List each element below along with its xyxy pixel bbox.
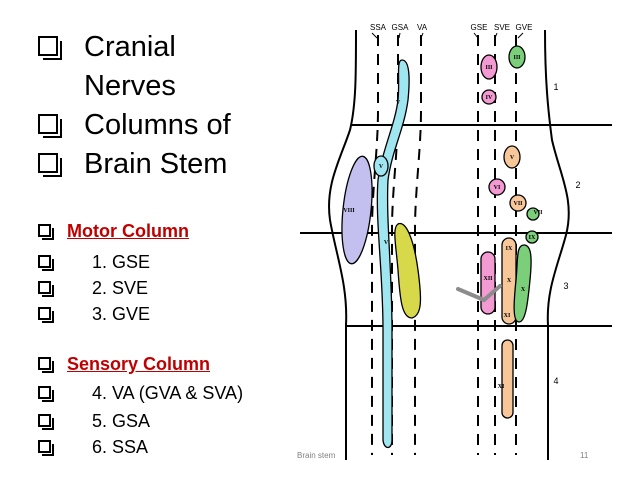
oculomotor-nucleus	[480, 54, 498, 80]
label-IX-gve: IX	[529, 235, 536, 241]
superior-salivatory-nucleus	[526, 207, 540, 221]
label-V-column: V	[396, 100, 401, 106]
sensory-column-list: Sensory Column	[36, 352, 336, 376]
checkbox-bullet-icon	[38, 386, 54, 402]
motor-items: 1. GSE 2. SVE 3. GVE	[36, 250, 336, 328]
list-item: 6. SSA	[36, 435, 336, 461]
title-line-1: Cranial	[36, 28, 336, 67]
list-item: 2. SVE	[36, 276, 336, 302]
checkbox-bullet-icon	[38, 414, 54, 430]
checkbox-bullet-icon	[38, 114, 62, 138]
title-block: Cranial Nerves Columns of Brain Stem	[36, 28, 336, 184]
checkbox-bullet-icon	[38, 307, 54, 323]
label-gsa: GSA	[392, 23, 410, 32]
nuclei	[341, 45, 540, 449]
pointer-line	[456, 287, 486, 302]
list-item: 4. VA (GVA & SVA)	[36, 381, 336, 409]
label-V-sensory: V	[379, 164, 384, 170]
facial-motor-nucleus	[509, 194, 527, 212]
edinger-westphal-nucleus	[508, 45, 526, 69]
pointer-line	[482, 284, 502, 302]
tick-gve	[517, 32, 524, 39]
checkbox-bullet-icon	[38, 36, 62, 60]
label-gve: GVE	[516, 23, 533, 32]
label-XI-spinal: XI	[498, 384, 505, 390]
trigeminal-motor-nucleus	[503, 145, 521, 169]
tick-ssa	[371, 32, 378, 39]
title-line-2: Nerves	[84, 70, 176, 102]
label-XI: XI	[504, 313, 511, 319]
solitary-nucleus	[394, 222, 422, 319]
title-line-3: Columns of	[36, 106, 336, 145]
footer-title: Brain stem	[297, 451, 336, 460]
label-VIII: VIII	[343, 208, 355, 214]
va-guide	[414, 35, 422, 455]
label-ssa: SSA	[370, 23, 387, 32]
brainstem-left-border	[328, 29, 357, 460]
label-VI: VI	[494, 185, 501, 191]
label-sve: SVE	[494, 23, 510, 32]
dorsal-vagal-nucleus	[513, 244, 532, 323]
list-item: 5. GSA	[36, 409, 336, 435]
segment-number-1: 1	[553, 82, 558, 92]
spinal-accessory-nucleus	[501, 339, 514, 419]
checkbox-bullet-icon	[38, 255, 54, 271]
hypoglossal-nucleus	[480, 251, 496, 315]
segment-number-2: 2	[575, 180, 580, 190]
header-ticks	[371, 32, 524, 39]
label-X: X	[507, 278, 512, 284]
label-V: V	[510, 155, 515, 161]
label-VII-gve: VII	[533, 210, 543, 216]
segment-number-4: 4	[553, 376, 558, 386]
abducens-nucleus	[488, 178, 506, 196]
ssa-guide	[371, 35, 379, 455]
column-header-labels: SSA GSA VA GSE SVE GVE	[370, 23, 532, 32]
checkbox-bullet-icon	[38, 357, 54, 373]
label-VII: VII	[513, 201, 523, 207]
label-IX: IX	[506, 246, 513, 252]
label-XII: XII	[483, 276, 493, 282]
tick-va	[420, 32, 424, 39]
list-item: 1. GSE	[36, 250, 336, 276]
checkbox-bullet-icon	[38, 224, 54, 240]
title-line-4: Brain Stem	[36, 145, 336, 184]
tick-sve	[494, 32, 498, 39]
label-III: III	[485, 65, 493, 71]
brainstem-right-border	[544, 29, 570, 460]
label-gse: GSE	[471, 23, 488, 32]
label-X-gve: X	[521, 287, 526, 293]
sensory-items: 4. VA (GVA & SVA) 5. GSA 6. SSA	[36, 381, 336, 461]
checkbox-bullet-icon	[38, 153, 62, 177]
trigeminal-mesencephalic-nucleus	[373, 155, 389, 177]
label-IV: IV	[486, 95, 493, 101]
segment-numbers: 1 2 3 4	[553, 82, 580, 386]
label-va: VA	[417, 23, 428, 32]
inferior-salivatory-nucleus	[525, 230, 539, 244]
brainstem-outline	[300, 29, 612, 460]
page-number: 11	[580, 451, 589, 460]
motor-heading: Motor Column	[36, 219, 336, 243]
trochlear-nucleus	[481, 89, 497, 105]
list-item: 3. GVE	[36, 302, 336, 328]
checkbox-bullet-icon	[38, 440, 54, 456]
tick-gsa	[398, 32, 401, 39]
label-V-lower: V	[384, 240, 389, 246]
trigeminal-sensory-column	[376, 59, 410, 449]
checkbox-bullet-icon	[38, 281, 54, 297]
sensory-heading: Sensory Column	[36, 352, 336, 376]
motor-column-list: Motor Column	[36, 219, 336, 243]
segment-number-3: 3	[563, 281, 568, 291]
vestibulocochlear-nucleus	[341, 155, 373, 265]
nuclei-labels: III IV III V V V VI VII VII VIII IX IX V…	[343, 55, 543, 390]
tick-gse	[473, 32, 479, 39]
label-III-gve: III	[513, 55, 521, 61]
